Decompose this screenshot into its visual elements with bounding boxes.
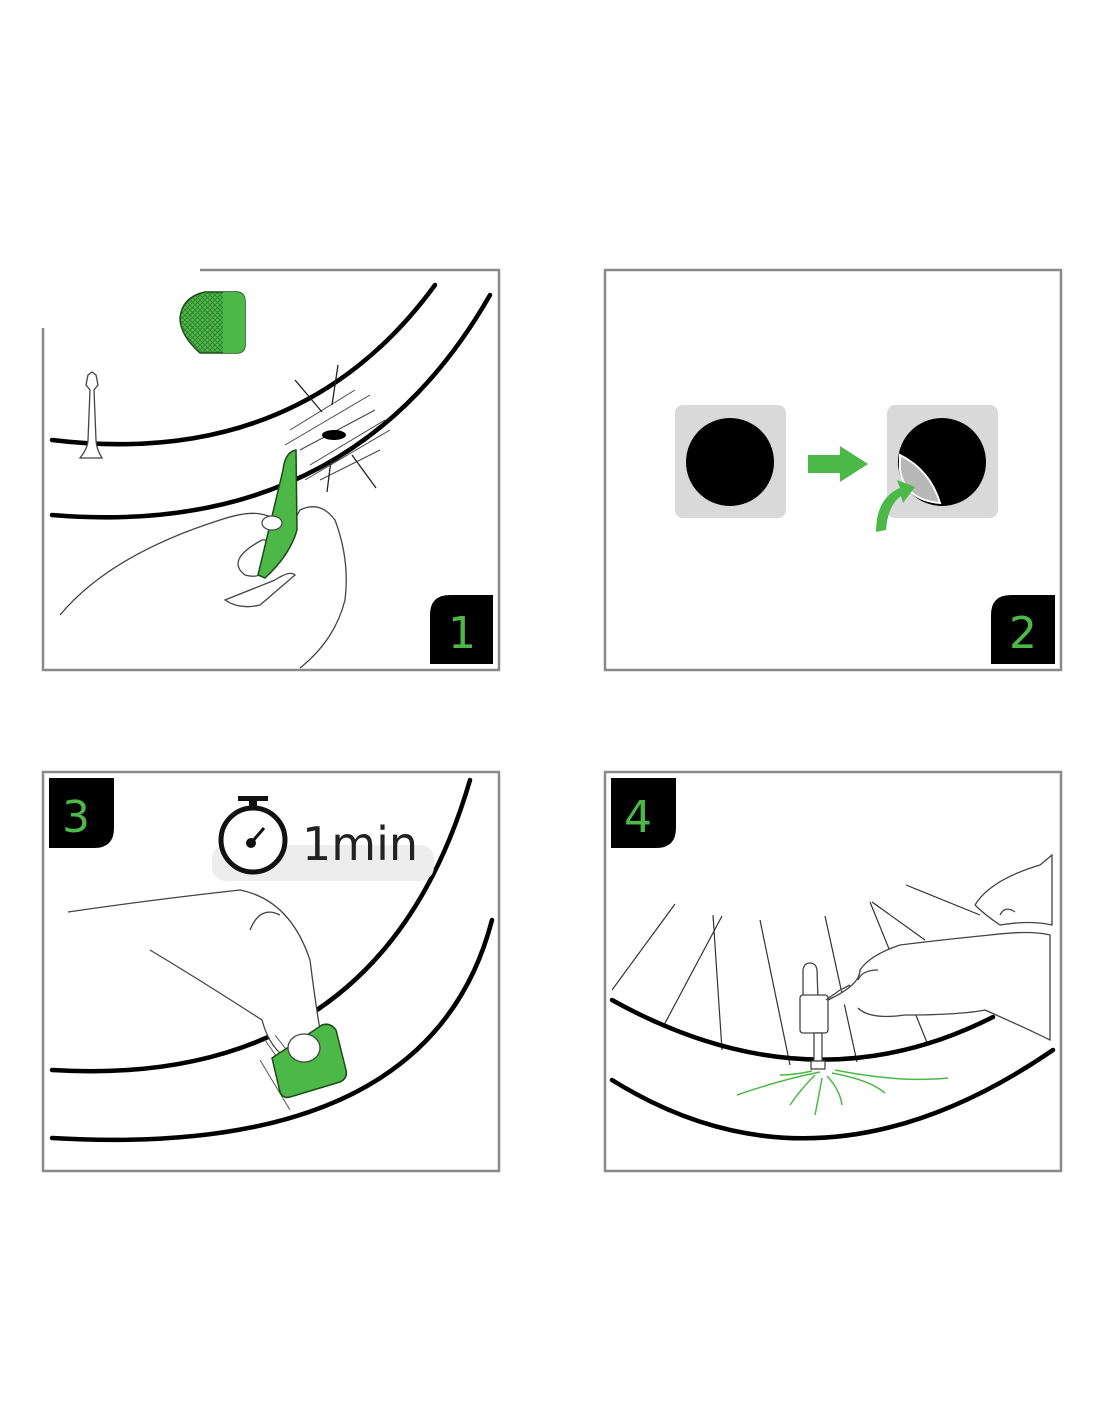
stopwatch-icon [218, 796, 288, 875]
valve-icon [78, 371, 104, 459]
step-number: 3 [62, 792, 90, 843]
pump-icon [799, 962, 851, 1070]
sealant-spray [736, 1069, 949, 1116]
step-number: 2 [1009, 608, 1037, 659]
puncture-hole [284, 364, 391, 493]
step-4-panel: 4 [603, 770, 1063, 1173]
patch-icon [271, 1023, 348, 1099]
step-badge: 4 [611, 778, 676, 848]
patch-with-backing [675, 405, 786, 518]
timer-label: 1min [302, 817, 418, 871]
peel-arrow-icon [876, 480, 915, 532]
step-1-panel: 1 [41, 268, 501, 672]
peeled-patch [887, 405, 998, 518]
step-3-panel: 1min 3 [41, 770, 501, 1173]
step-number: 1 [448, 608, 476, 659]
sandpaper-icon [257, 449, 298, 579]
hand [59, 506, 347, 669]
patch-icon [179, 291, 246, 354]
step-2-panel: 2 [603, 268, 1063, 672]
step-badge: 1 [430, 595, 493, 664]
hand [827, 853, 1053, 1042]
step-badge: 2 [991, 595, 1055, 664]
step-badge: 3 [49, 778, 114, 848]
arrow-right-icon [808, 446, 868, 482]
step-number: 4 [624, 792, 652, 843]
